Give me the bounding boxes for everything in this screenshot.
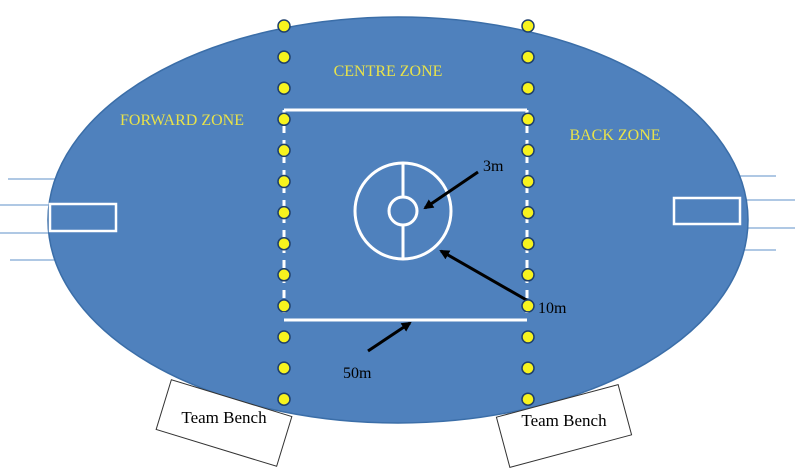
left-cone-marker-icon [277, 19, 291, 33]
right-cone-marker-icon [521, 205, 535, 220]
centre-zone-label: CENTRE ZONE [334, 63, 443, 80]
team-bench-left-label: Team Bench [181, 408, 267, 427]
right-cone-marker-icon [521, 392, 535, 406]
arrow-10m-icon [439, 249, 531, 304]
left-cone-marker-icon [277, 205, 291, 220]
back-zone-label: BACK ZONE [569, 127, 660, 144]
left-cone-marker-icon [277, 174, 291, 189]
right-cone-marker-icon [521, 19, 535, 33]
label-10m: 10m [538, 300, 567, 317]
right-cone-marker-icon [521, 299, 535, 313]
right-cone-marker-icon [521, 174, 535, 189]
left-cone-marker-icon [277, 50, 291, 64]
right-cone-marker-icon [521, 236, 535, 251]
team-bench-right-label: Team Bench [521, 411, 607, 430]
right-goal-square [672, 196, 742, 226]
forward-zone-label: FORWARD ZONE [120, 112, 244, 129]
label-50m: 50m [343, 365, 372, 382]
right-cone-marker-icon [521, 330, 535, 344]
left-goal-square [48, 202, 118, 233]
left-cone-marker-icon [277, 392, 291, 406]
left-cone-marker-icon [277, 299, 291, 313]
right-cone-marker-icon [521, 50, 535, 64]
oval-field [47, 16, 749, 424]
right-cone-marker-icon [521, 112, 535, 127]
centre-circle [353, 161, 453, 261]
right-cone-marker-icon [521, 361, 535, 375]
cone-markers [277, 19, 535, 406]
left-cone-marker-icon [277, 268, 291, 282]
label-3m: 3m [483, 158, 504, 175]
right-goal-lines [740, 175, 795, 251]
left-cone-marker-icon [277, 330, 291, 344]
left-goal-lines [0, 178, 60, 261]
left-cone-marker-icon [277, 236, 291, 251]
left-cone-marker-icon [277, 81, 291, 95]
arrow-3m-icon [423, 170, 479, 210]
right-cone-marker-icon [521, 143, 535, 158]
team-bench-right [495, 383, 633, 469]
arrow-50m-icon [367, 321, 412, 353]
right-cone-marker-icon [521, 268, 535, 282]
left-cone-marker-icon [277, 361, 291, 375]
left-cone-marker-icon [277, 143, 291, 158]
right-cone-marker-icon [521, 81, 535, 95]
left-cone-marker-icon [277, 112, 291, 127]
team-bench-left [155, 379, 293, 467]
